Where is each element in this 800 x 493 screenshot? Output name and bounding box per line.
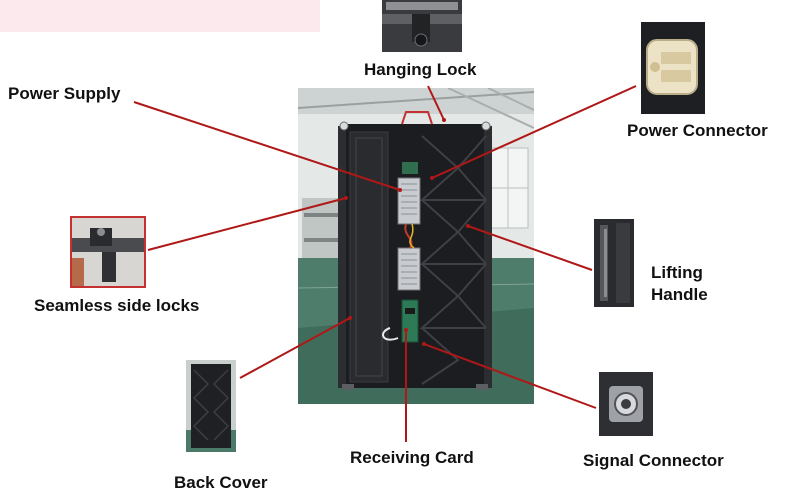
label-seamless-side-locks: Seamless side locks xyxy=(34,296,200,315)
top-left-tint xyxy=(0,0,320,32)
hanging-lock-photo xyxy=(382,0,462,52)
label-hanging-lock: Hanging Lock xyxy=(364,60,477,79)
seamless-side-locks-photo xyxy=(70,216,146,288)
power-connector-photo xyxy=(641,22,705,114)
label-power-supply: Power Supply xyxy=(8,84,121,103)
signal-connector-photo xyxy=(599,372,653,436)
label-lifting-handle: Lifting Handle xyxy=(651,262,708,306)
label-signal-connector: Signal Connector xyxy=(583,451,724,470)
back-cover-photo xyxy=(186,360,236,452)
label-receiving-card: Receiving Card xyxy=(350,448,474,467)
label-lifting-handle-line1: Lifting xyxy=(651,263,703,282)
lifting-handle-photo xyxy=(594,219,634,307)
label-power-connector: Power Connector xyxy=(627,121,768,140)
cabinet-rear-photo xyxy=(298,88,534,404)
label-lifting-handle-line2: Handle xyxy=(651,285,708,304)
label-back-cover: Back Cover xyxy=(174,473,268,492)
